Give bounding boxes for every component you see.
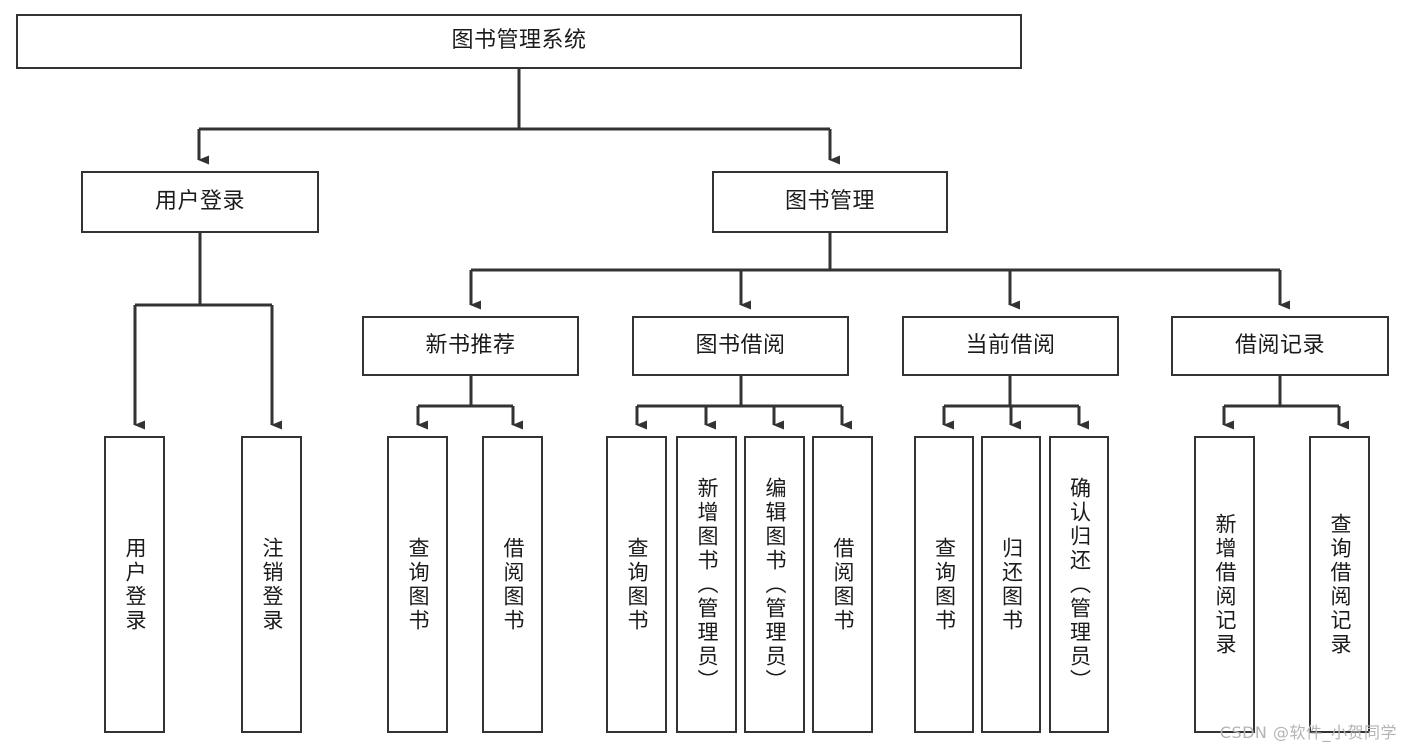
leaf-return-book[interactable]: 归还图书 [981, 436, 1041, 733]
leaf-query-book-recommend[interactable]: 查询图书 [387, 436, 448, 733]
node-new-book-recommend[interactable]: 新书推荐 [362, 316, 579, 376]
leaf-query-book-borrow-label: 查询图书 [625, 536, 649, 633]
leaf-borrow-book-label: 借阅图书 [831, 536, 855, 633]
node-root[interactable]: 图书管理系统 [16, 14, 1022, 69]
leaf-edit-book-admin[interactable]: 编辑图书（管理员） [744, 436, 805, 733]
leaf-borrow-book-recommend-label: 借阅图书 [501, 536, 525, 633]
watermark-text: CSDN @软件_小贺同学 [1219, 723, 1397, 742]
node-book-management[interactable]: 图书管理 [712, 171, 948, 233]
leaf-add-borrow-record[interactable]: 新增借阅记录 [1194, 436, 1255, 733]
leaf-return-book-label: 归还图书 [999, 536, 1024, 633]
leaf-query-borrow-record[interactable]: 查询借阅记录 [1309, 436, 1370, 733]
leaf-logout[interactable]: 注销登录 [241, 436, 302, 733]
leaf-query-book-recommend-label: 查询图书 [406, 536, 430, 633]
leaf-borrow-book-recommend[interactable]: 借阅图书 [482, 436, 543, 733]
leaf-query-book-borrow[interactable]: 查询图书 [606, 436, 667, 733]
node-user-login[interactable]: 用户登录 [81, 171, 319, 233]
node-borrow-record-label: 借阅记录 [1234, 332, 1325, 358]
leaf-user-login-label: 用户登录 [123, 536, 147, 633]
leaf-query-borrow-record-label: 查询借阅记录 [1328, 512, 1352, 657]
node-book-borrow[interactable]: 图书借阅 [632, 316, 849, 376]
leaf-logout-label: 注销登录 [260, 536, 284, 633]
leaf-confirm-return-admin-label: 确认归还（管理员） [1067, 476, 1092, 693]
leaf-query-book-current[interactable]: 查询图书 [914, 436, 974, 733]
node-new-book-recommend-label: 新书推荐 [425, 332, 516, 358]
leaf-query-book-current-label: 查询图书 [932, 536, 957, 633]
leaf-add-book-admin-label: 新增图书（管理员） [695, 476, 719, 693]
node-current-borrow[interactable]: 当前借阅 [902, 316, 1119, 376]
node-book-management-label: 图书管理 [784, 188, 875, 214]
leaf-user-login[interactable]: 用户登录 [104, 436, 165, 733]
node-borrow-record[interactable]: 借阅记录 [1171, 316, 1389, 376]
leaf-add-borrow-record-label: 新增借阅记录 [1213, 512, 1237, 657]
leaf-borrow-book[interactable]: 借阅图书 [812, 436, 873, 733]
node-root-label: 图书管理系统 [451, 28, 587, 54]
node-current-borrow-label: 当前借阅 [965, 332, 1056, 358]
node-book-borrow-label: 图书借阅 [695, 332, 786, 358]
node-user-login-label: 用户登录 [154, 188, 245, 214]
leaf-confirm-return-admin[interactable]: 确认归还（管理员） [1049, 436, 1109, 733]
leaf-edit-book-admin-label: 编辑图书（管理员） [763, 476, 787, 693]
leaf-add-book-admin[interactable]: 新增图书（管理员） [676, 436, 737, 733]
